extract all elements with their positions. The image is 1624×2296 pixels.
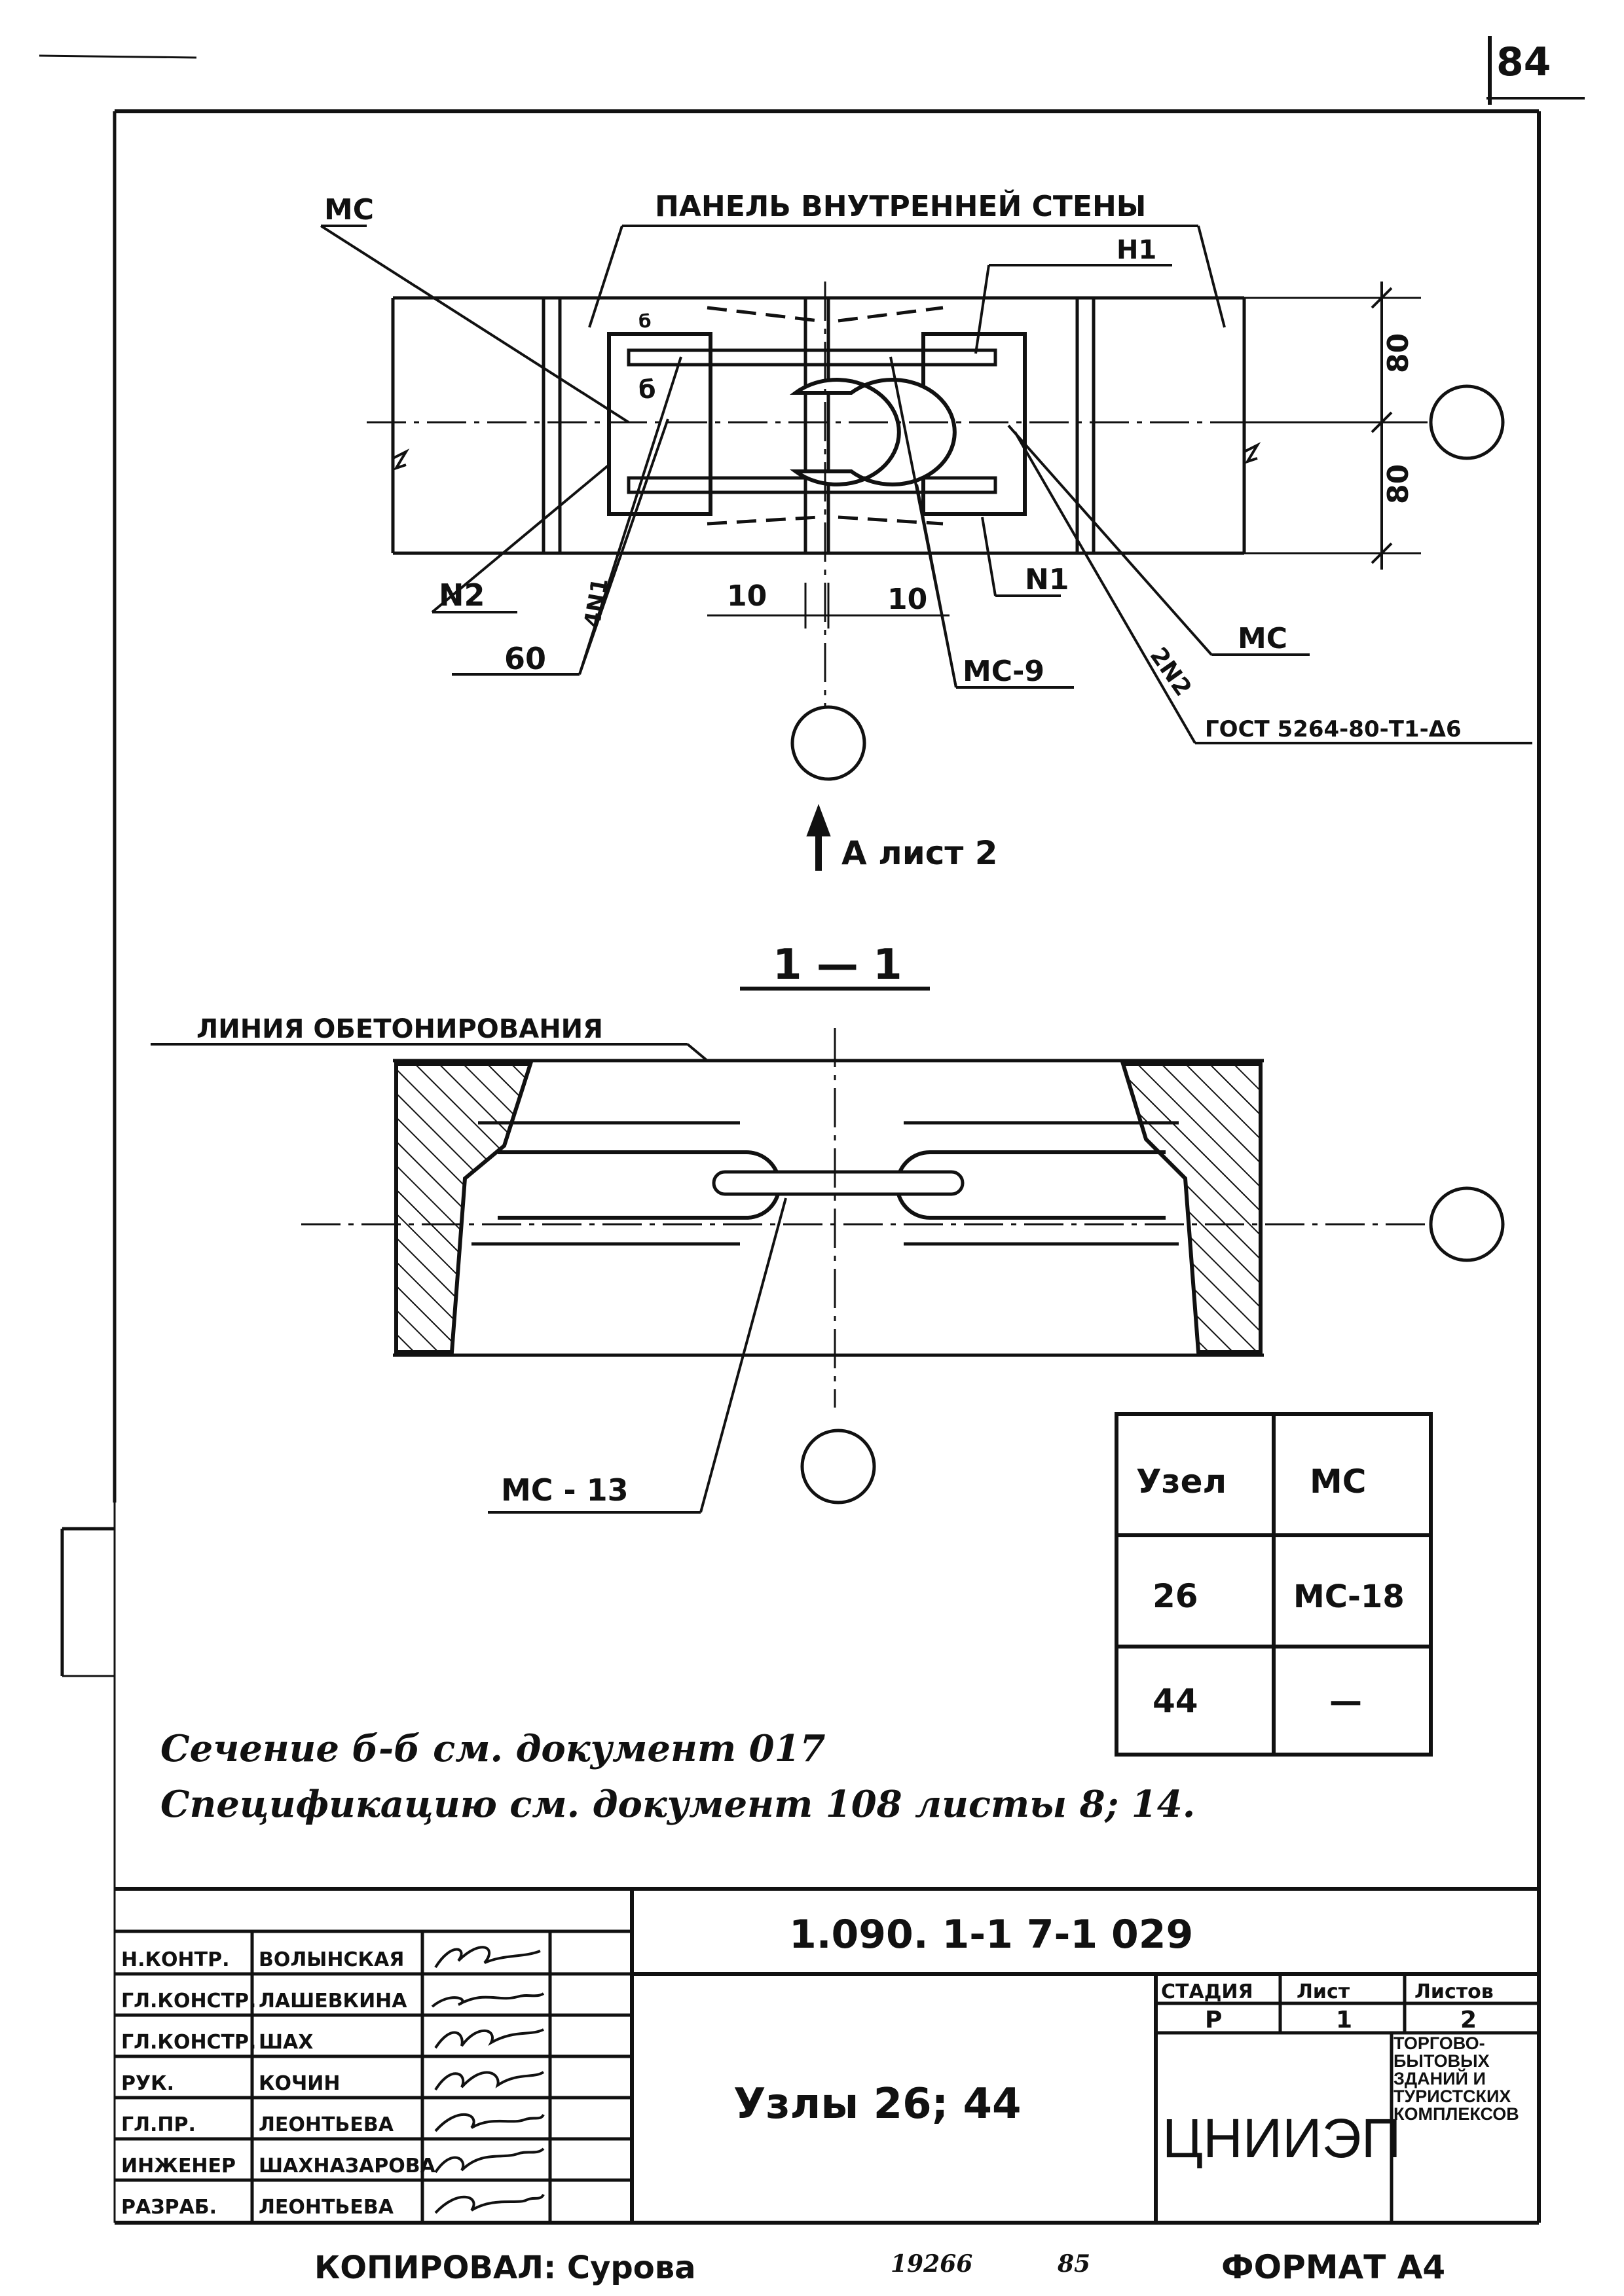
label-ms9: МС-9 (963, 655, 1044, 688)
spec-table-text: Узел МС 26 МС-18 44 — (1136, 1463, 1405, 1720)
note-1: Сечение б-б см. документ 017 (160, 1727, 826, 1770)
notes: Сечение б-б см. документ 017 Спецификаци… (160, 1727, 1195, 1826)
signature-name: ВОЛЫНСКАЯ (259, 1948, 404, 1971)
title-block (115, 1887, 1539, 2223)
section-title: 1 — 1 (773, 941, 902, 989)
note-2: Спецификацию см. документ 108 листы 8; 1… (160, 1783, 1195, 1826)
label-b-top: б (638, 310, 652, 332)
spec-header-node: Узел (1136, 1463, 1227, 1501)
label-concreting-line: ЛИНИЯ ОБЕТОНИРОВАНИЯ (196, 1014, 603, 1044)
signature-role: ГЛ.ПР. (121, 2113, 196, 2136)
sheet-number: 84 (1496, 39, 1551, 85)
label-n2: N2 (439, 577, 485, 613)
spec-header-ms: МС (1310, 1463, 1366, 1501)
title-block-signatures: Н.КОНТР. ВОЛЫНСКАЯ ГЛ.КОНСТР. ЛАШЕВКИНА … (121, 1948, 436, 2219)
signature-role: РАЗРАБ. (121, 2196, 217, 2219)
spec-cell: — (1329, 1682, 1362, 1720)
document-code: 1.090. 1-1 7-1 029 (789, 1912, 1193, 1958)
label-n1-bottom: N1 (1025, 563, 1069, 596)
signature-role: РУК. (121, 2072, 174, 2095)
label-n1-top: Н1 (1116, 235, 1156, 265)
signature-name: ЛЕОНТЬЕВА (259, 2113, 394, 2136)
label-view-arrow: A лист 2 (841, 834, 998, 872)
signature-name: ШАХ (259, 2031, 313, 2054)
footer-format: ФОРМАТ А4 (1221, 2248, 1445, 2286)
signature-name: ЛЕОНТЬЕВА (259, 2196, 394, 2219)
spec-cell: 26 (1153, 1577, 1198, 1615)
handwritten-signatures (431, 1946, 545, 2214)
label-10-left: 10 (727, 579, 767, 613)
plan-labels: МС ПАНЕЛЬ ВНУТРЕННЕЙ СТЕНЫ Н1 80 80 б б … (324, 189, 1462, 872)
signature-role: ГЛ.КОНСТР. (121, 1990, 256, 2013)
organization-subtitle: торгово-бытовых зданий и туристских комп… (1393, 2035, 1519, 2124)
sheet-frame (39, 36, 1585, 2225)
stage-header: СТАДИЯ (1161, 1980, 1253, 2003)
sheets-value: 2 (1460, 2007, 1477, 2033)
footer: КОПИРОВАЛ: Сурова 19266 85 ФОРМАТ А4 (314, 2248, 1445, 2286)
sheet-header: Лист (1297, 1980, 1350, 2003)
document-title: Узлы 26; 44 (733, 2080, 1022, 2128)
footer-copied: КОПИРОВАЛ: Сурова (314, 2250, 696, 2286)
label-panel: ПАНЕЛЬ ВНУТРЕННЕЙ СТЕНЫ (655, 189, 1146, 223)
label-ms: МС (324, 193, 374, 227)
sheet-value: 1 (1336, 2007, 1352, 2033)
label-b-mid: б (638, 375, 656, 404)
label-dim-80-bottom: 80 (1382, 464, 1415, 504)
organization-name: ЦНИИЭП (1162, 2107, 1401, 2169)
section-labels: 1 — 1 ЛИНИЯ ОБЕТОНИРОВАНИЯ МС - 13 (196, 941, 902, 1508)
label-4n1: 4N1 (579, 576, 614, 630)
spec-cell: МС-18 (1293, 1578, 1405, 1615)
label-dim-80-top: 80 (1382, 333, 1415, 373)
signature-role: Н.КОНТР. (121, 1948, 229, 1971)
sheets-header: Листов (1414, 1980, 1494, 2003)
label-ms13: МС - 13 (501, 1472, 629, 1508)
label-gost: ГОСТ 5264-80-Т1-Δ6 (1205, 716, 1462, 742)
signature-name: КОЧИН (259, 2072, 340, 2095)
label-10-right: 10 (887, 583, 927, 616)
label-60: 60 (504, 641, 546, 676)
spec-table (1115, 1412, 1433, 1757)
stage-value: Р (1205, 2007, 1222, 2033)
spec-cell: 44 (1153, 1682, 1198, 1720)
footer-number-1: 19266 (891, 2250, 972, 2278)
label-ms-right: МС (1238, 622, 1287, 655)
label-2n2: 2N2 (1145, 643, 1197, 701)
signature-name: ШАХНАЗАРОВА (259, 2155, 436, 2178)
section-1-1 (151, 987, 1505, 1514)
plan-view (320, 225, 1532, 871)
signature-role: ГЛ.КОНСТР. (121, 2031, 256, 2054)
title-block-text: 1.090. 1-1 7-1 029 Узлы 26; 44 СТАДИЯ Ли… (733, 1912, 1519, 2169)
signature-role: ИНЖЕНЕР (121, 2155, 236, 2178)
signature-name: ЛАШЕВКИНА (259, 1990, 407, 2013)
footer-number-2: 85 (1057, 2250, 1090, 2278)
